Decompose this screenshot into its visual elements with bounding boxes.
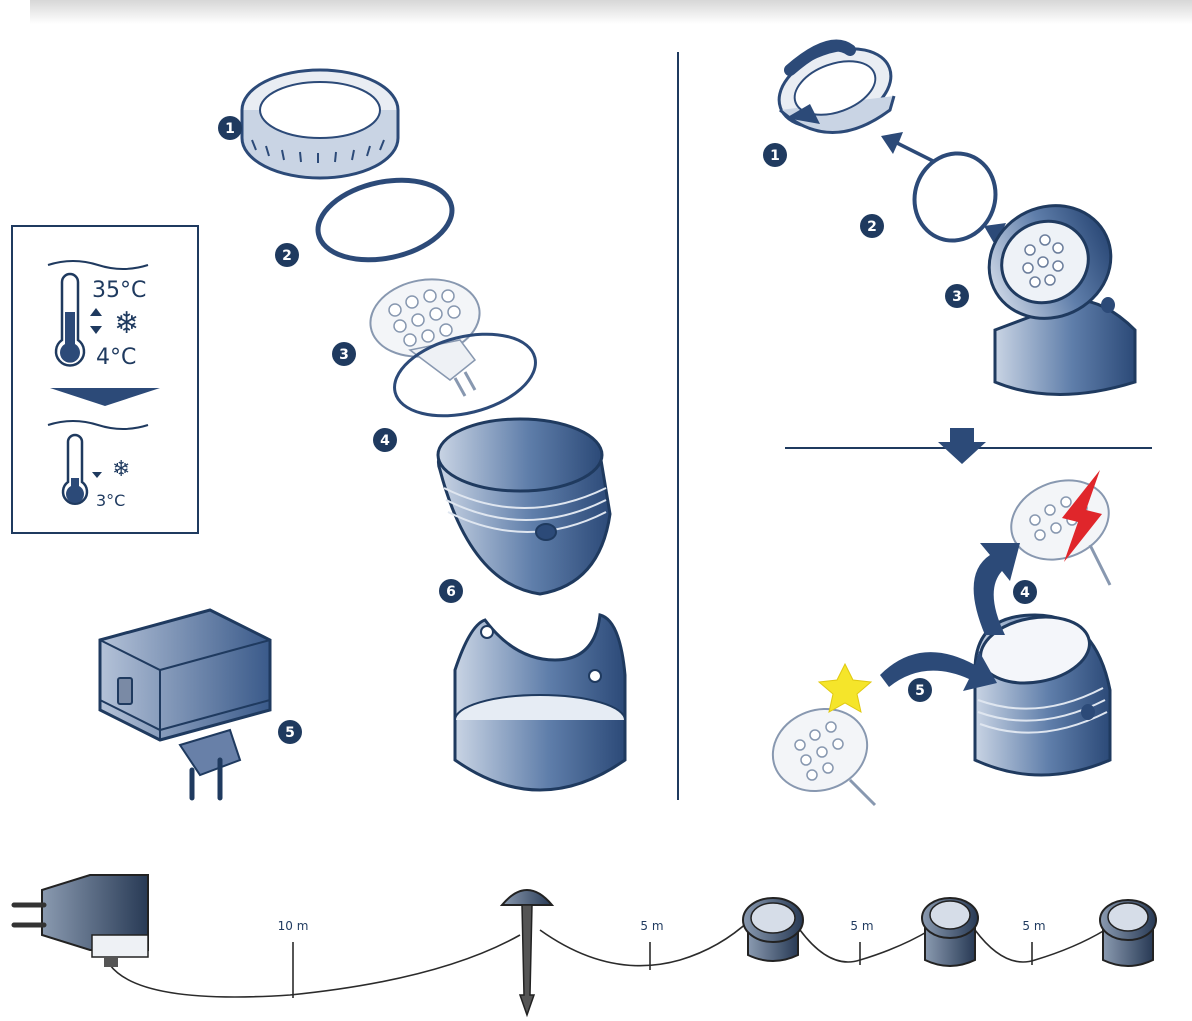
new-led-insert [771,662,877,807]
callout-2: 2 [275,243,299,267]
callout-5: 5 [908,678,932,702]
base-bracket [453,613,627,792]
callout-3: 3 [945,284,969,308]
arrow-down-icon [938,428,986,464]
svg-text:2: 2 [867,219,877,235]
svg-text:3: 3 [339,347,349,363]
up-down-arrows-icon [90,308,102,334]
thermometer-icon [61,433,89,505]
replacement-ring [777,39,896,134]
assembled-lamp [987,204,1137,396]
distance-label: 5 m [850,919,873,933]
arrow-up-left-icon [881,132,935,163]
junction-stake [499,889,555,1018]
distance-label: 10 m [278,919,309,933]
seal-ring [393,332,537,418]
callout-6: 6 [439,579,463,603]
lamp-housing [436,417,612,596]
star-icon [817,662,873,713]
callout-1: 1 [218,116,242,140]
callout-2: 2 [860,214,884,238]
callout-4: 4 [373,428,397,452]
snowflake-icon: ❄ [112,457,130,482]
lamp-open [973,613,1112,777]
insert-arrow-icon [880,651,997,691]
led-insert [369,278,481,397]
distance-label: 5 m [640,919,663,933]
threaded-ring [240,68,400,180]
replacement-o-ring [912,151,998,243]
svg-text:1: 1 [770,148,780,164]
callout-1: 1 [763,143,787,167]
svg-text:3: 3 [952,289,962,305]
svg-text:4: 4 [380,433,390,449]
callout-4: 4 [1013,580,1037,604]
snowflake-icon: ❄ [114,306,139,341]
remove-arrow-icon [973,543,1020,635]
wiring-power-plug [11,874,149,967]
svg-text:5: 5 [915,683,925,699]
min-temp-label: 4°C [96,345,136,370]
distance-label: 5 m [1022,919,1045,933]
power-switch [117,677,133,705]
arrow-down-icon [92,472,102,478]
power-adapter [98,608,272,801]
temperature-panel: ❄ ❄ [11,225,199,534]
callout-5: 5 [278,720,302,744]
max-temp-label: 35°C [92,278,146,303]
spotlight-3 [1099,899,1157,967]
arrow-down-icon [50,388,160,406]
svg-text:1: 1 [225,121,235,137]
o-ring [315,177,455,263]
rotate-arrow-icon [784,39,856,76]
lightning-icon [1062,470,1102,562]
defective-led-insert [1010,470,1112,586]
callout-3: 3 [332,342,356,366]
spotlight-2 [921,897,979,967]
svg-text:5: 5 [285,725,295,741]
freeze-temp-label: 3°C [96,491,125,510]
svg-text:4: 4 [1020,585,1030,601]
svg-text:2: 2 [282,248,292,264]
spotlight-1 [742,897,804,962]
top-shadow-band [30,0,1192,24]
svg-text:6: 6 [446,584,456,600]
